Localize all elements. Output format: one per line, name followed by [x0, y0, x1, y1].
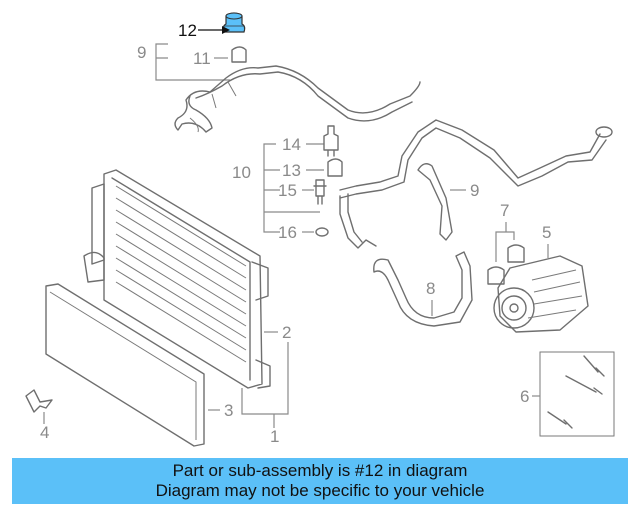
- arrow-12: [222, 26, 230, 34]
- hose-8: [373, 251, 473, 327]
- part-13-cap: [327, 158, 343, 177]
- hose-9-right: [417, 163, 453, 241]
- bracket-7: [495, 222, 515, 262]
- callout-8[interactable]: 8: [426, 279, 435, 298]
- part-12-cap[interactable]: [222, 12, 246, 33]
- callout-16[interactable]: 16: [278, 223, 297, 242]
- callout-13[interactable]: 13: [282, 161, 301, 180]
- part-3-seal: [45, 283, 205, 447]
- info-banner: Part or sub-assembly is #12 in diagram D…: [12, 458, 628, 504]
- lower-left-line: [339, 193, 377, 249]
- part-15-switch: [313, 179, 327, 205]
- callout-11[interactable]: 11: [193, 49, 211, 68]
- callout-2[interactable]: 2: [282, 323, 291, 342]
- part-7-cap-a: [487, 266, 505, 285]
- part-1-condenser: [83, 169, 271, 389]
- part-6-bolt-box: [539, 351, 615, 437]
- banner-line-2: Diagram may not be specific to your vehi…: [155, 481, 485, 500]
- callout-15[interactable]: 15: [278, 181, 297, 200]
- part-11-cap: [231, 46, 247, 63]
- part-14-sensor: [323, 125, 339, 157]
- callout-3[interactable]: 3: [224, 401, 233, 420]
- bolts: [547, 355, 605, 429]
- callout-5[interactable]: 5: [542, 223, 551, 242]
- banner-line-1: Part or sub-assembly is #12 in diagram: [172, 461, 468, 480]
- upper-line: [339, 119, 601, 191]
- upper-hose: [174, 65, 421, 133]
- callout-9-upper[interactable]: 9: [137, 43, 146, 62]
- bracket-9-upper: [155, 43, 230, 81]
- parts-diagram: 12 9 11 10 14 13 15 16 9 8 7 5: [25, 12, 615, 447]
- callout-6[interactable]: 6: [520, 387, 529, 406]
- part-5-compressor: [493, 255, 589, 333]
- callout-4[interactable]: 4: [40, 423, 49, 442]
- bracket-10: [263, 143, 320, 233]
- callout-9-right[interactable]: 9: [470, 181, 479, 200]
- part-16-oring: [315, 227, 329, 237]
- callout-10[interactable]: 10: [232, 163, 251, 182]
- bracket-1: [241, 342, 289, 415]
- callout-14[interactable]: 14: [282, 135, 301, 154]
- callout-12[interactable]: 12: [178, 21, 197, 40]
- part-4-bracket: [25, 389, 53, 413]
- callout-1[interactable]: 1: [270, 427, 279, 446]
- part-7-cap-b: [507, 244, 525, 263]
- callout-7[interactable]: 7: [500, 201, 509, 220]
